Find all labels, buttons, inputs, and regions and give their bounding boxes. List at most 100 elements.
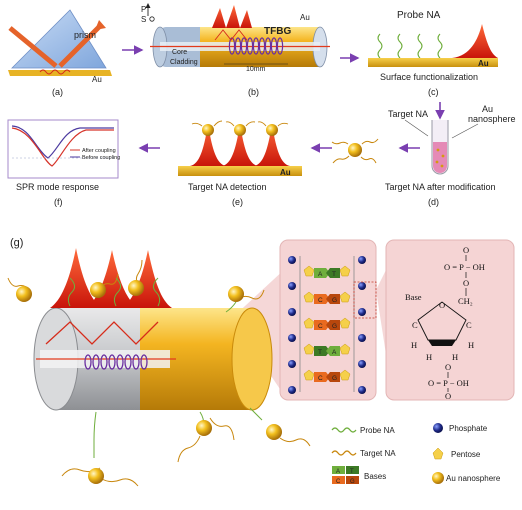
svg-text:H: H	[468, 340, 474, 350]
panel-g: (g)	[7, 237, 515, 487]
nucleotide-structure: O O = P − OH O CH₂ Base O C C H H H H O …	[405, 245, 485, 401]
grating-coils	[228, 37, 284, 55]
nanosphere-g7	[88, 468, 104, 484]
incident-beam	[8, 26, 58, 68]
legend-bases: Bases	[364, 472, 386, 481]
svg-text:C: C	[318, 375, 323, 382]
nanosphere-g4	[228, 286, 244, 302]
panel-e: Au Target NA detection (e)	[178, 120, 302, 207]
svg-text:G: G	[332, 297, 337, 304]
au-label-c: Au	[478, 59, 489, 68]
nanosphere-g6	[266, 424, 282, 440]
legend-nanosphere-swatch	[432, 472, 444, 484]
legend-target: Target NA	[360, 449, 396, 458]
svg-text:C: C	[412, 320, 418, 330]
svg-text:C: C	[318, 323, 323, 330]
panel-c-caption: Surface functionalization	[380, 72, 478, 82]
legend-phosphate-swatch	[433, 423, 443, 433]
spr-peak-c	[452, 24, 498, 58]
evanescent-wave	[39, 69, 71, 75]
legend-pentose-swatch	[432, 447, 444, 460]
svg-text:A: A	[318, 271, 323, 278]
nanosphere-e2	[234, 124, 246, 136]
au-label-a: Au	[92, 75, 102, 84]
panel-b-label: (b)	[248, 87, 259, 97]
length-label: 10mm	[246, 66, 266, 73]
zoom-box	[353, 281, 377, 319]
curve-after	[11, 127, 114, 167]
base-pair-1: A T	[314, 268, 340, 278]
nanoprobe-d	[331, 138, 379, 164]
nanosphere-g1	[16, 286, 32, 302]
nanosphere-label-l1: Au	[482, 104, 493, 114]
au-film	[8, 70, 112, 76]
pol-p-label: P	[141, 5, 146, 14]
pol-s-label: S	[141, 15, 146, 24]
svg-text:C: C	[318, 297, 323, 304]
panel-b: P S TFBG Core Cladding 10mm Au (b)	[141, 3, 330, 97]
svg-text:O: O	[445, 362, 451, 372]
base-pair-5: C G	[314, 372, 340, 382]
zigzag-ray	[45, 321, 159, 345]
panel-f-label: (f)	[54, 197, 63, 207]
base-pair-3: C G	[314, 320, 340, 330]
panel-a-label: (a)	[52, 87, 63, 97]
panel-g-label: (g)	[10, 237, 23, 249]
nanosphere-g2	[90, 282, 106, 298]
au-label-e: Au	[280, 168, 291, 177]
nanosphere-g3	[128, 280, 144, 296]
svg-text:T: T	[318, 349, 322, 356]
au-label-b: Au	[300, 13, 310, 22]
svg-text:O: O	[463, 278, 469, 288]
legend-phosphate: Phosphate	[449, 424, 488, 433]
panel-d-label: (d)	[428, 197, 439, 207]
spr-peaks-b	[212, 5, 252, 28]
legend-g: Probe NA Target NA A T C G Bases Phospha…	[331, 423, 501, 485]
nanosphere-e3	[266, 124, 278, 136]
prism-label: prism	[74, 30, 96, 40]
svg-text:H: H	[411, 340, 417, 350]
base-pair-4: T A	[314, 346, 340, 356]
panel-e-caption: Target NA detection	[188, 182, 267, 192]
svg-text:O = P − OH: O = P − OH	[428, 378, 469, 388]
panel-d-caption: Target NA after modification	[385, 182, 496, 192]
legend-before: Before coupling	[82, 155, 120, 161]
chem-callout	[385, 239, 515, 401]
svg-text:T: T	[332, 271, 336, 278]
au-substrate-c	[368, 58, 498, 67]
panel-c-label: (c)	[428, 87, 439, 97]
svg-text:G: G	[332, 323, 337, 330]
nanosphere-g5	[196, 420, 212, 436]
target-na-label-d: Target NA	[388, 109, 428, 119]
svg-text:O: O	[463, 245, 469, 255]
grating-coils-g	[84, 354, 148, 370]
svg-text:G: G	[332, 375, 337, 382]
legend-probe: Probe NA	[360, 426, 395, 435]
svg-text:C: C	[336, 479, 341, 485]
panel-f: After coupling Before coupling SPR mode …	[7, 119, 120, 207]
nanosphere-e1	[202, 124, 214, 136]
legend-pentose: Pentose	[451, 450, 481, 459]
base-pair-2: C G	[314, 294, 340, 304]
svg-text:CH₂: CH₂	[458, 296, 473, 306]
legend-after: After coupling	[82, 148, 116, 154]
svg-text:C: C	[466, 320, 472, 330]
phosphate-l1	[288, 256, 296, 264]
nanosphere-label-l2: nanosphere	[468, 114, 516, 124]
dna-ladder: A T C G C G T A	[288, 256, 377, 394]
svg-text:Base: Base	[405, 292, 422, 302]
panel-f-caption: SPR mode response	[16, 182, 99, 192]
svg-text:A: A	[336, 469, 340, 475]
svg-text:O: O	[439, 300, 445, 310]
dna-callout	[279, 239, 377, 401]
legend-target-swatch	[331, 450, 357, 456]
svg-text:H: H	[426, 352, 432, 362]
svg-text:H: H	[452, 352, 458, 362]
probe-na-title: Probe NA	[397, 10, 441, 21]
tfbg-label: TFBG	[264, 26, 291, 37]
legend-bases-swatch: A T C G	[332, 466, 359, 485]
svg-text:O = P − OH: O = P − OH	[444, 262, 485, 272]
panel-d: Target NA Au nanosphere Target NA after …	[331, 104, 516, 207]
svg-text:G: G	[350, 479, 355, 485]
